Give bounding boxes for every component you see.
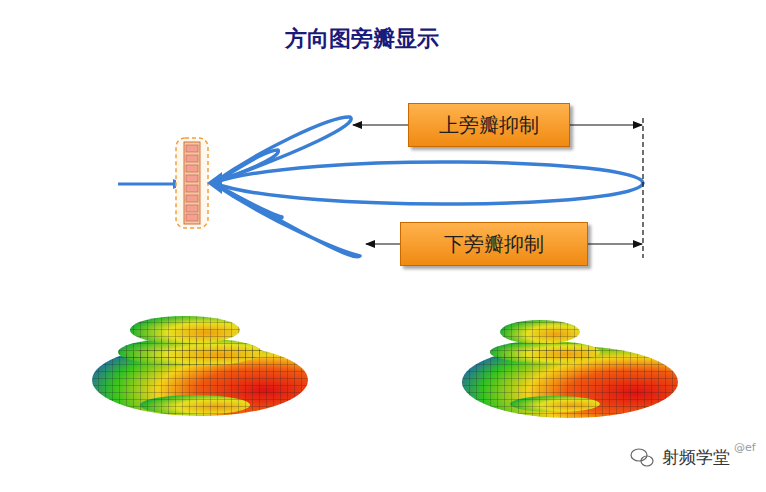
watermark: 射频学堂 xyxy=(662,446,730,469)
watermark: @ef xyxy=(734,441,756,454)
label-box: 上旁瓣抑制 xyxy=(408,103,570,147)
diagram-title: 方向图旁瓣显示 xyxy=(285,24,439,54)
box-label: 下旁瓣抑制 xyxy=(444,231,544,258)
label-box: 下旁瓣抑制 xyxy=(400,222,588,266)
box-label: 上旁瓣抑制 xyxy=(439,112,539,139)
